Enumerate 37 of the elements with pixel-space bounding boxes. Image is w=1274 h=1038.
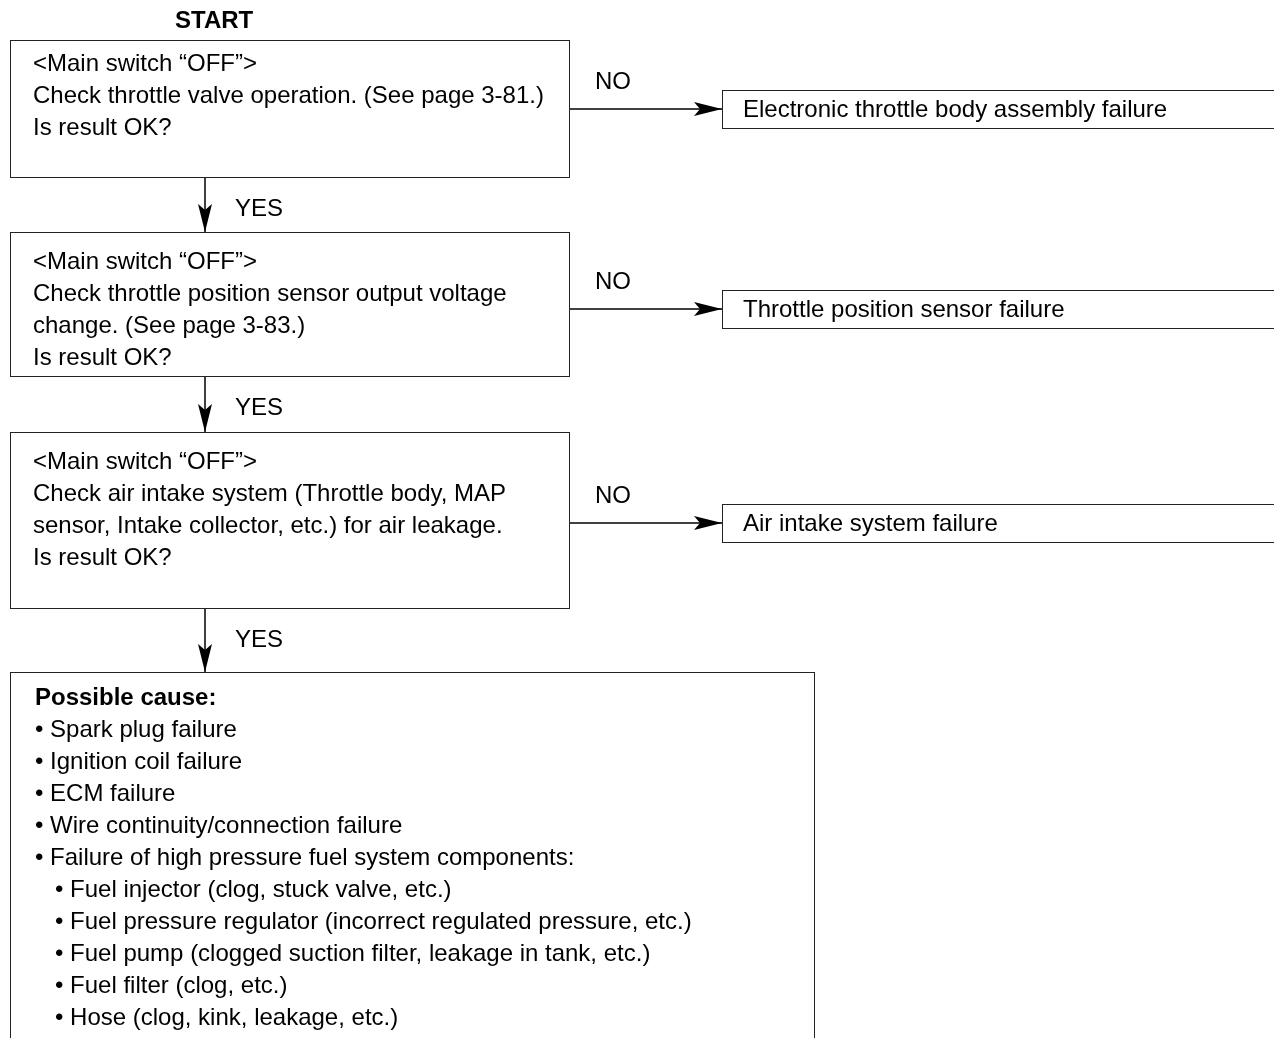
condition-text: <Main switch “OFF”> [33, 246, 258, 276]
arrow [198, 376, 212, 433]
arrow [569, 102, 723, 116]
cause-item: • Failure of high pressure fuel system components: [35, 842, 575, 872]
cause-item: • Wire continuity/connection failure [35, 810, 403, 840]
possible-cause-box [10, 672, 815, 1038]
instruction-text: Check air intake system (Throttle body, MAP sensor, Intake collector, etc.) for air leakage. [33, 478, 507, 540]
result-text: Electronic throttle body assembly failure [743, 94, 1168, 124]
decision-box [10, 432, 570, 609]
arrow [198, 608, 212, 673]
decision-box [10, 40, 570, 178]
question-text: Is result OK? [33, 342, 172, 372]
cause-item: • Spark plug failure [35, 714, 237, 744]
result-box [722, 290, 1274, 329]
cause-item: • Fuel pressure regulator (incorrect regulated pressure, etc.) [54, 906, 692, 936]
result-box [722, 90, 1274, 129]
start-label: START [175, 6, 254, 34]
condition-text: <Main switch “OFF”> [33, 48, 258, 78]
decision-box [10, 232, 570, 377]
result-box [722, 504, 1274, 543]
cause-item: • Hose (clog, kink, leakage, etc.) [54, 1002, 399, 1032]
instruction-text: Check throttle valve operation. (See page 3-81.) [33, 80, 544, 110]
result-text: Throttle position sensor failure [743, 294, 1065, 324]
question-text: Is result OK? [33, 542, 172, 572]
cause-item: • Fuel pump (clogged suction filter, leakage in tank, etc.) [54, 938, 651, 968]
cause-item: • ECM failure [35, 778, 176, 808]
result-text: Air intake system failure [743, 508, 998, 538]
cause-item: • Ignition coil failure [35, 746, 243, 776]
question-text: Is result OK? [33, 112, 172, 142]
cause-item: • Fuel injector (clog, stuck valve, etc.) [54, 874, 452, 904]
arrow [569, 516, 723, 530]
cause-heading: Possible cause: [35, 682, 217, 712]
condition-text: <Main switch “OFF”> [33, 446, 258, 476]
cause-item: • Fuel filter (clog, etc.) [54, 970, 288, 1000]
arrow [569, 302, 723, 316]
instruction-text: Check throttle position sensor output voltage change. (See page 3-83.) [33, 278, 508, 340]
arrow [198, 177, 212, 233]
